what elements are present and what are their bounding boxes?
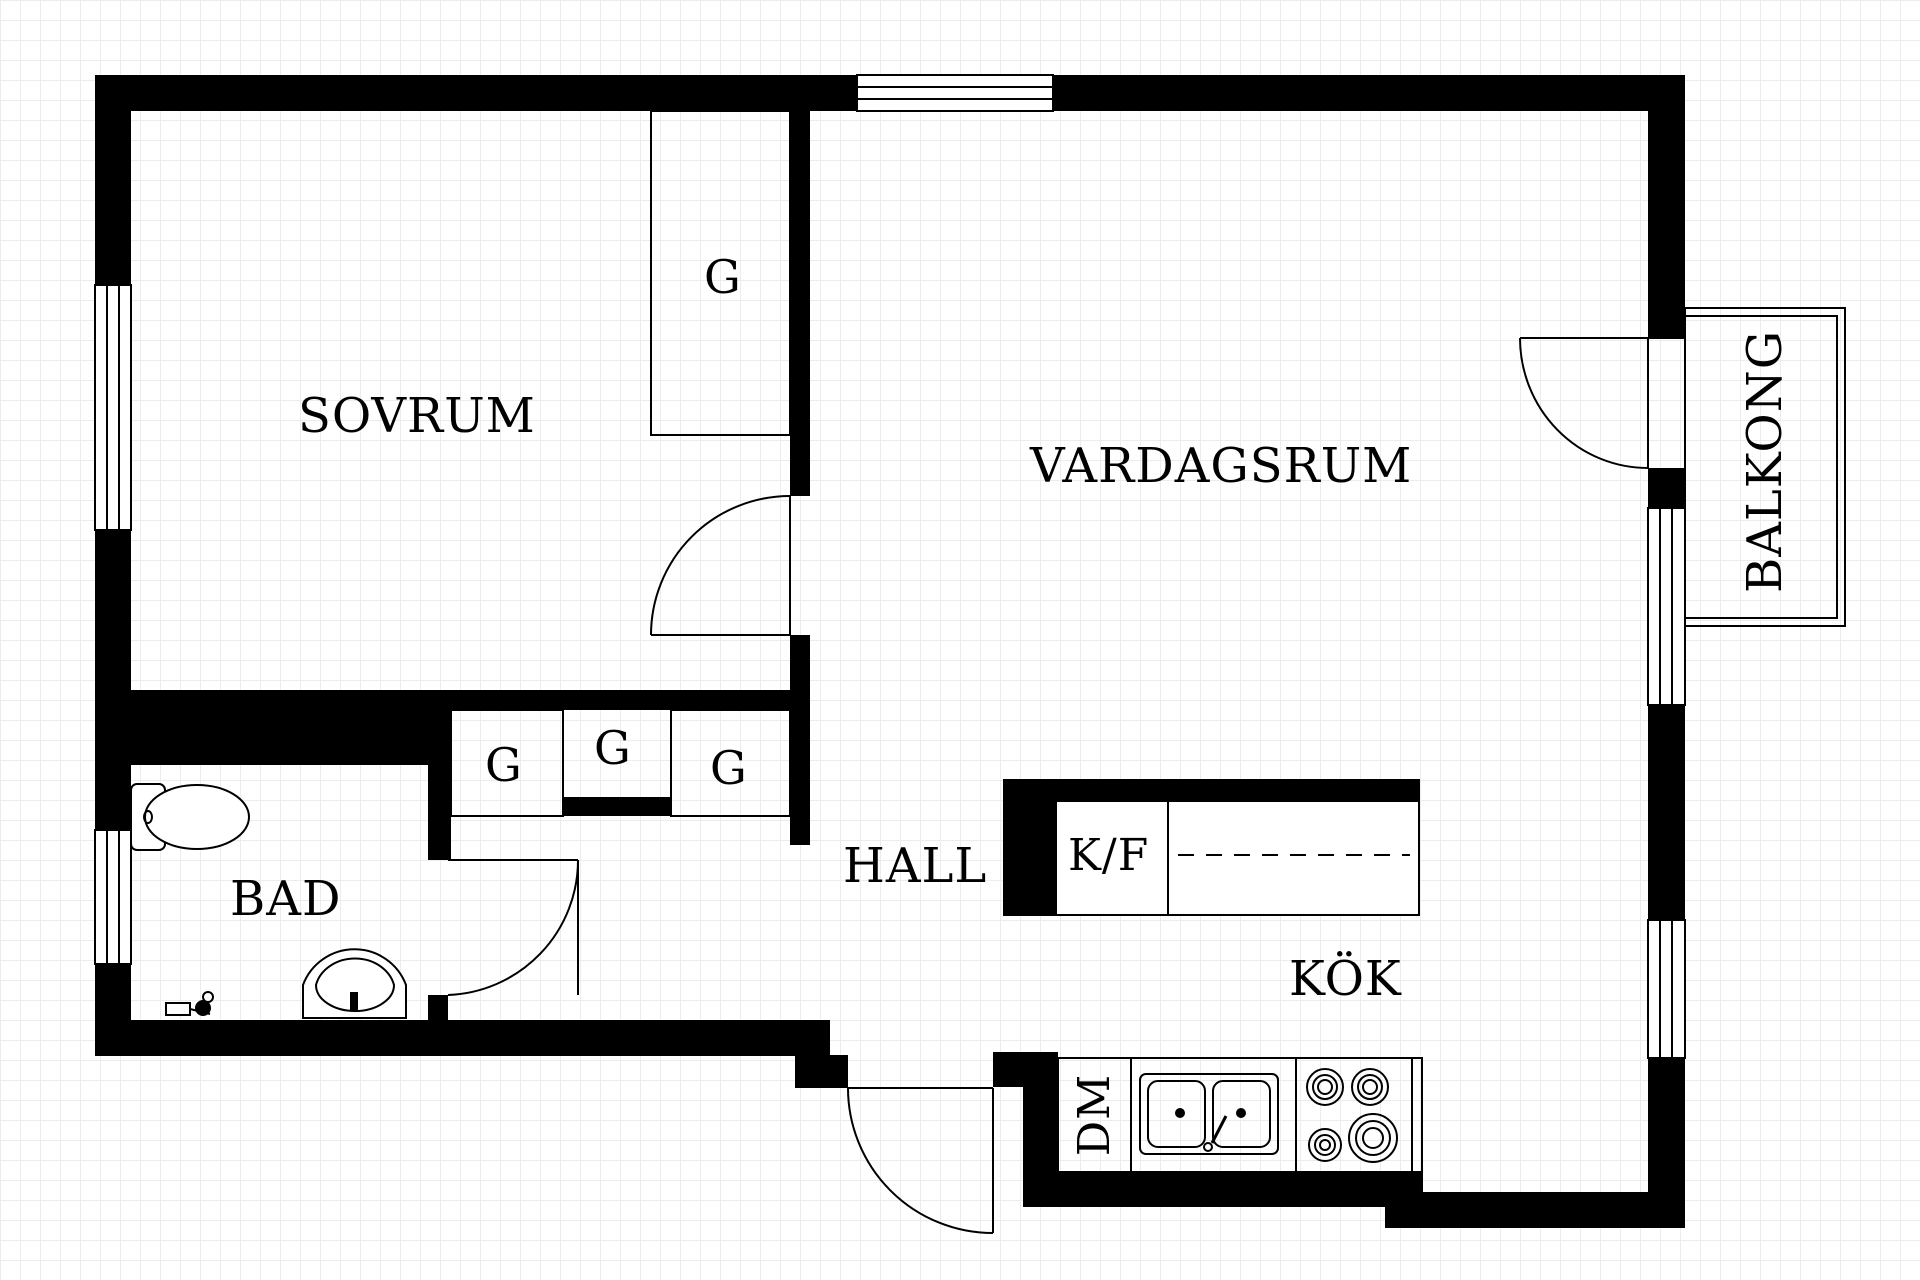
balcony	[1684, 307, 1846, 627]
window-living-right	[1647, 507, 1686, 706]
sink-icon	[1139, 1073, 1279, 1155]
doors	[447, 337, 1685, 1234]
windows	[94, 74, 1686, 1059]
room-label-bad: BAD	[230, 871, 342, 927]
closet-label-hall-1: G	[485, 738, 523, 792]
window-kitchen-right	[1647, 919, 1686, 1059]
toilet-icon	[130, 783, 250, 851]
closet-label-hall-3: G	[710, 741, 748, 795]
window-bathroom	[94, 829, 132, 965]
door-bathroom	[447, 859, 579, 996]
closet-hall-3	[670, 709, 791, 817]
door-bedroom	[650, 495, 791, 636]
fridge-freezer-label: K/F	[1068, 830, 1150, 881]
outer-walls	[95, 75, 1685, 1228]
closet-label-hall-2: G	[594, 721, 632, 775]
room-label-vardagsrum: VARDAGSRUM	[1030, 438, 1413, 494]
washbasin-icon	[302, 948, 407, 1019]
closet-label-bedroom: G	[704, 250, 742, 304]
faucet-icon	[165, 991, 214, 1016]
closet-hall-2-base	[563, 798, 671, 816]
room-label-balkong: BALKONG	[1737, 329, 1793, 593]
room-label-hall: HALL	[843, 838, 988, 894]
window-bedroom	[94, 284, 132, 531]
stove-icon	[1306, 1068, 1398, 1163]
closet-bedroom	[650, 110, 791, 436]
room-label-sovrum: SOVRUM	[298, 388, 536, 444]
door-balcony	[1519, 337, 1685, 469]
kitchen-island	[1003, 779, 1420, 916]
room-label-kok: KÖK	[1289, 951, 1402, 1007]
dishwasher-label: DM	[1069, 1073, 1120, 1157]
interior-walls	[131, 111, 810, 1020]
closets	[450, 110, 791, 817]
door-entrance	[847, 1087, 994, 1234]
kitchen-counter	[1057, 1057, 1423, 1173]
window-top	[856, 74, 1054, 112]
